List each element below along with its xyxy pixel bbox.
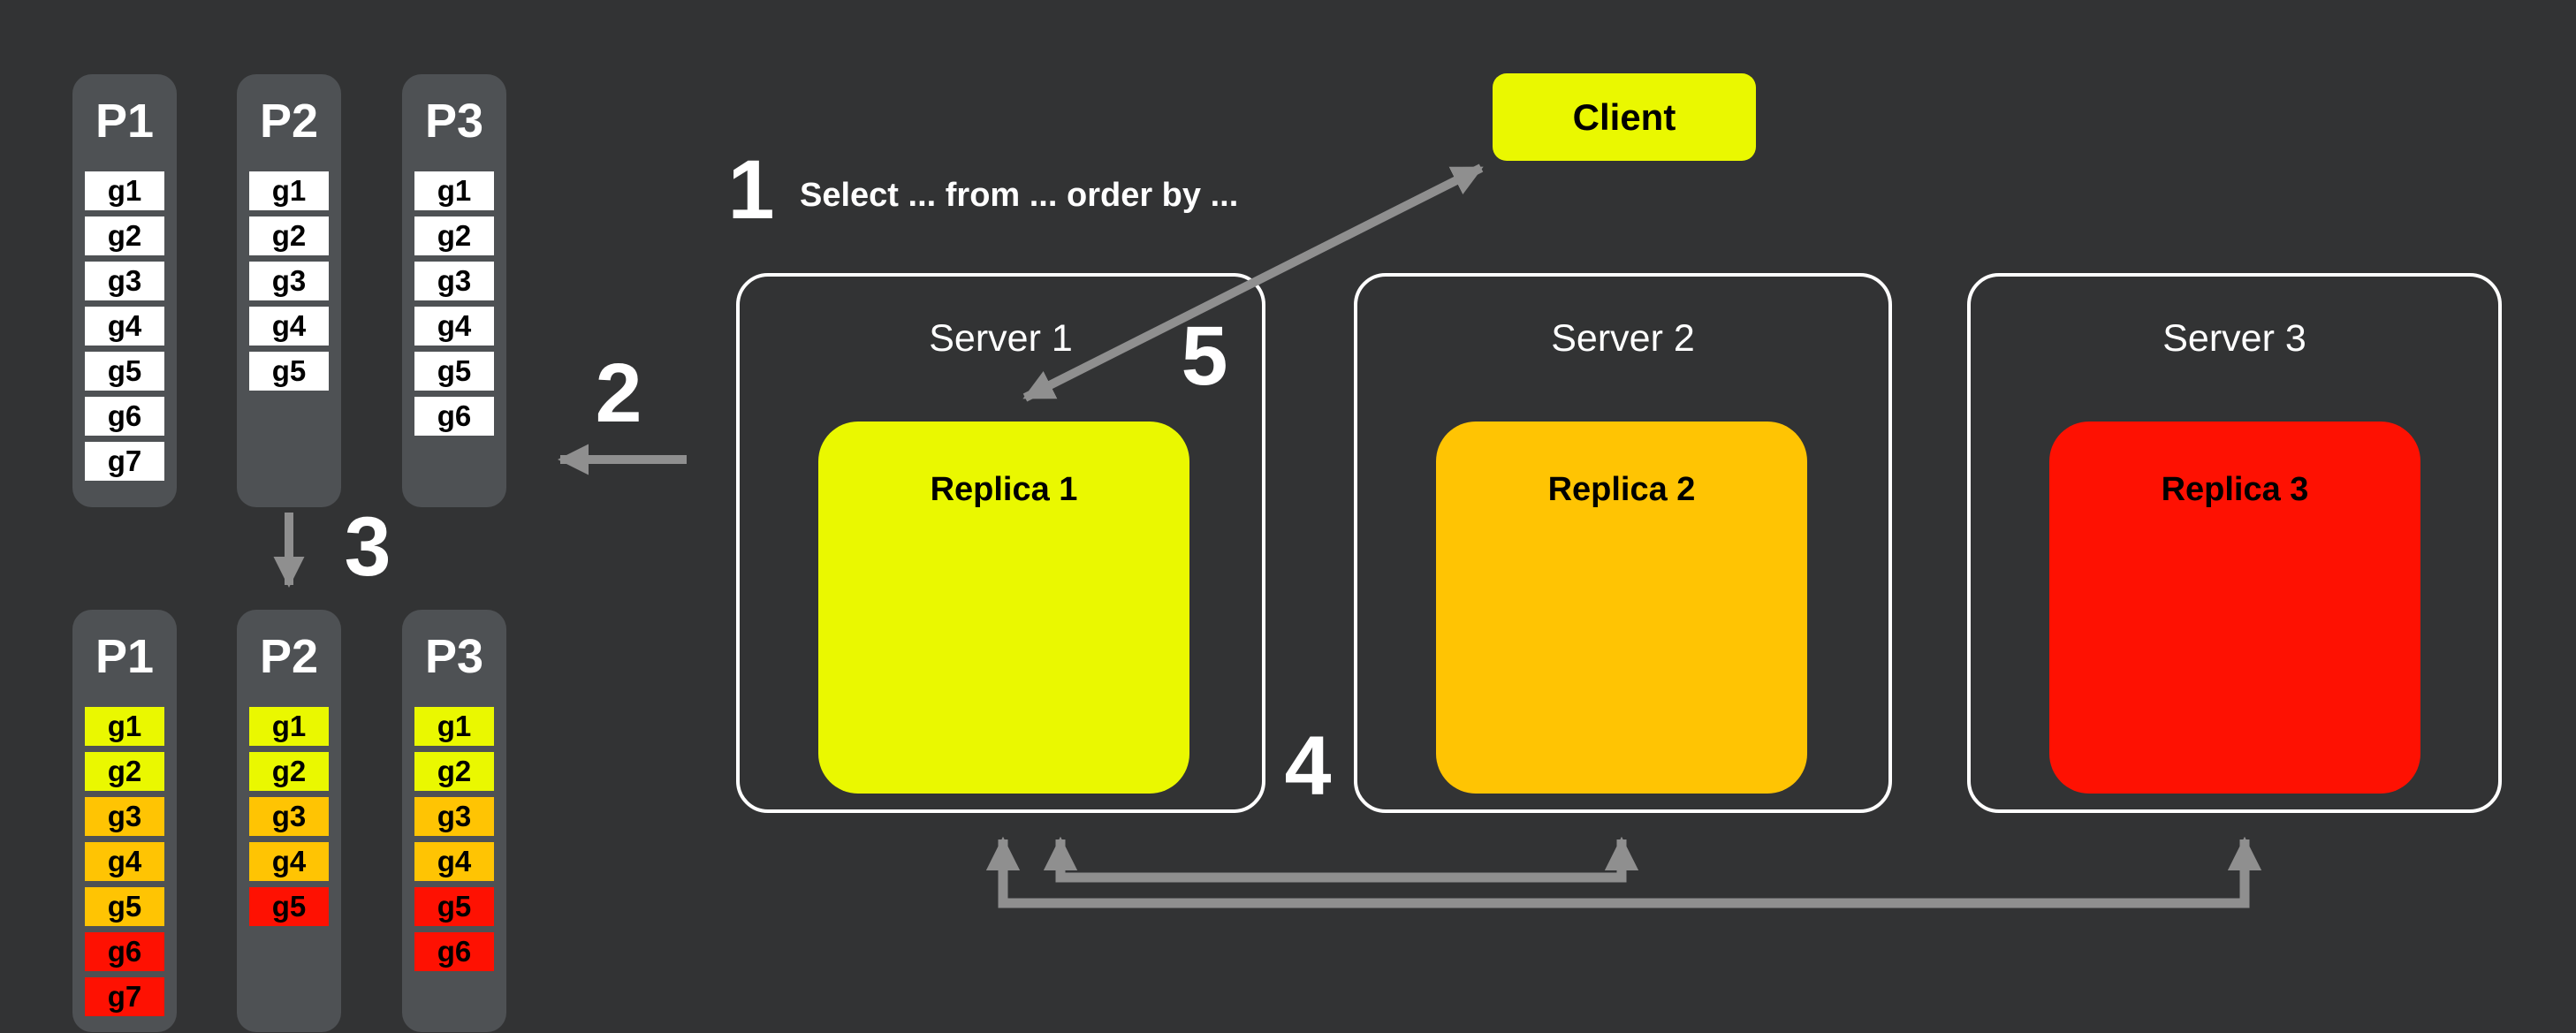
shard-cell: g5: [249, 352, 329, 391]
replica-1-box: Replica 1: [818, 422, 1189, 794]
server-title: Server 2: [1551, 317, 1695, 360]
shard-cell: g1: [85, 707, 164, 746]
shard-cell: g1: [249, 171, 329, 210]
shard-cell: g4: [414, 307, 494, 346]
shard-cell: g7: [85, 442, 164, 481]
shard-cell: g7: [85, 977, 164, 1016]
shard-cell: g2: [249, 752, 329, 791]
shard-cell: g6: [414, 932, 494, 971]
shard-cell: g5: [249, 887, 329, 926]
shard-cell: g4: [414, 842, 494, 881]
server3-server1-arrow: [985, 836, 2262, 908]
replica-2-box: Replica 2: [1436, 422, 1807, 794]
partition-column-sorted-p2: P2 g1 g2 g3 g4 g5: [237, 610, 341, 1032]
server-1-box: Server 1 Replica 1: [736, 273, 1265, 813]
shard-cell: g3: [414, 262, 494, 300]
partition-title: P3: [424, 95, 484, 148]
server-3-box: Server 3 Replica 3: [1967, 273, 2502, 813]
server2-server1-arrow: [1043, 836, 1639, 883]
shard-cell: g4: [85, 307, 164, 346]
shard-cell: g2: [249, 216, 329, 255]
shard-cell: g3: [85, 797, 164, 836]
partition-title: P3: [424, 630, 484, 683]
replica-label: Replica 2: [1547, 471, 1696, 508]
step-1-query-text: Select ... from ... order by ...: [800, 177, 1239, 214]
shard-cell: g5: [414, 352, 494, 391]
shard-cell: g5: [85, 352, 164, 391]
shard-cell: g6: [414, 397, 494, 436]
cell-stack: g1 g2 g3 g4 g5 g6: [414, 171, 494, 442]
shard-cell: g6: [85, 932, 164, 971]
shard-cell: g1: [85, 171, 164, 210]
shard-cell: g3: [249, 262, 329, 300]
cell-stack: g1 g2 g3 g4 g5 g6: [414, 707, 494, 977]
shard-cell: g2: [414, 216, 494, 255]
partition-column-sorted-p3: P3 g1 g2 g3 g4 g5 g6: [402, 610, 506, 1032]
shard-cell: g2: [85, 216, 164, 255]
step-4-number: 4: [1284, 719, 1332, 813]
partition-title: P1: [95, 630, 155, 683]
shard-cell: g1: [414, 171, 494, 210]
partition-column-unsorted-p2: P2 g1 g2 g3 g4 g5: [237, 74, 341, 507]
cell-stack: g1 g2 g3 g4 g5: [249, 171, 329, 397]
partition-title: P2: [259, 630, 319, 683]
shard-cell: g4: [249, 842, 329, 881]
server-title: Server 3: [2162, 317, 2306, 360]
cell-stack: g1 g2 g3 g4 g5 g6 g7: [85, 707, 164, 1022]
cell-stack: g1 g2 g3 g4 g5 g6 g7: [85, 171, 164, 487]
shard-cell: g3: [249, 797, 329, 836]
partition-column-unsorted-p1: P1 g1 g2 g3 g4 g5 g6 g7: [72, 74, 177, 507]
client-box: Client: [1493, 73, 1756, 161]
step-2-number: 2: [595, 346, 642, 440]
shard-cell: g1: [414, 707, 494, 746]
shard-cell: g3: [85, 262, 164, 300]
shard-cell: g3: [414, 797, 494, 836]
shard-cell: g2: [414, 752, 494, 791]
shard-cell: g5: [414, 887, 494, 926]
shard-cell: g5: [85, 887, 164, 926]
step-5-number: 5: [1181, 309, 1228, 403]
shard-cell: g1: [249, 707, 329, 746]
partition-column-unsorted-p3: P3 g1 g2 g3 g4 g5 g6: [402, 74, 506, 507]
replica-label: Replica 1: [930, 471, 1078, 508]
replica-3-box: Replica 3: [2049, 422, 2420, 794]
partition-title: P1: [95, 95, 155, 148]
step-3-number: 3: [344, 500, 391, 594]
shard-cell: g2: [85, 752, 164, 791]
server-2-box: Server 2 Replica 2: [1354, 273, 1892, 813]
replica-label: Replica 3: [2161, 471, 2309, 508]
shard-cell: g6: [85, 397, 164, 436]
partition-title: P2: [259, 95, 319, 148]
step-1-number: 1: [727, 143, 775, 237]
partition-column-sorted-p1: P1 g1 g2 g3 g4 g5 g6 g7: [72, 610, 177, 1032]
shard-cell: g4: [249, 307, 329, 346]
shard-cell: g4: [85, 842, 164, 881]
cell-stack: g1 g2 g3 g4 g5: [249, 707, 329, 932]
